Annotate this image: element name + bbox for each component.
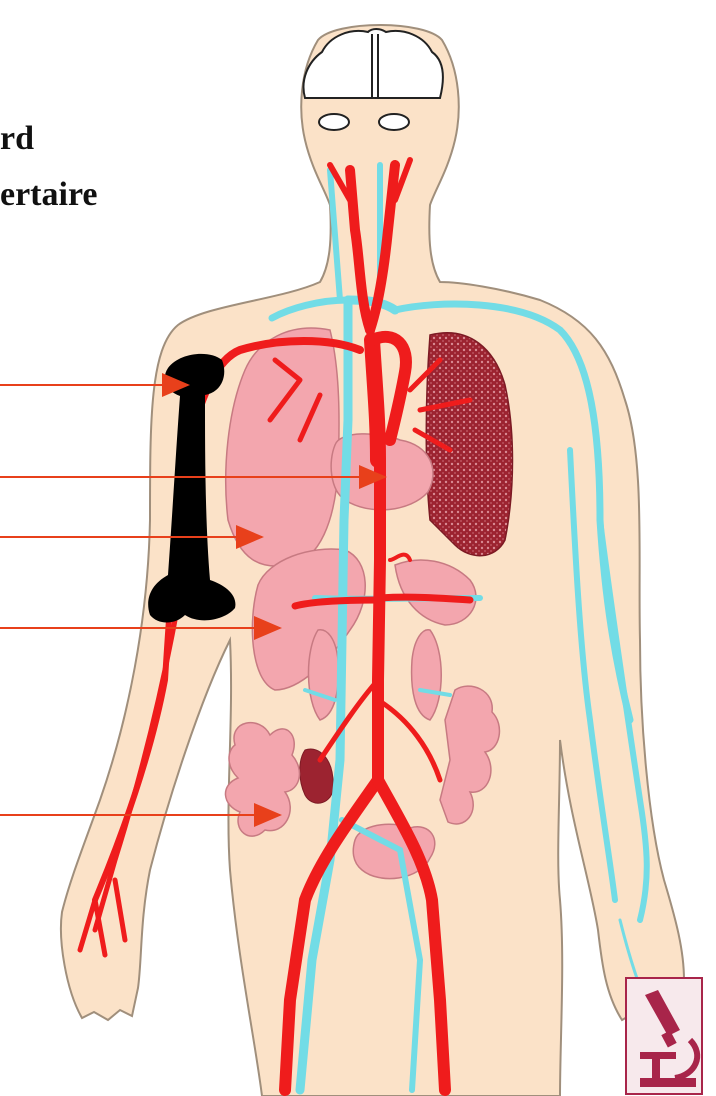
right-eye xyxy=(379,114,409,130)
microscope-icon xyxy=(626,978,702,1094)
body-silhouette xyxy=(61,25,684,1096)
left-eye xyxy=(319,114,349,130)
